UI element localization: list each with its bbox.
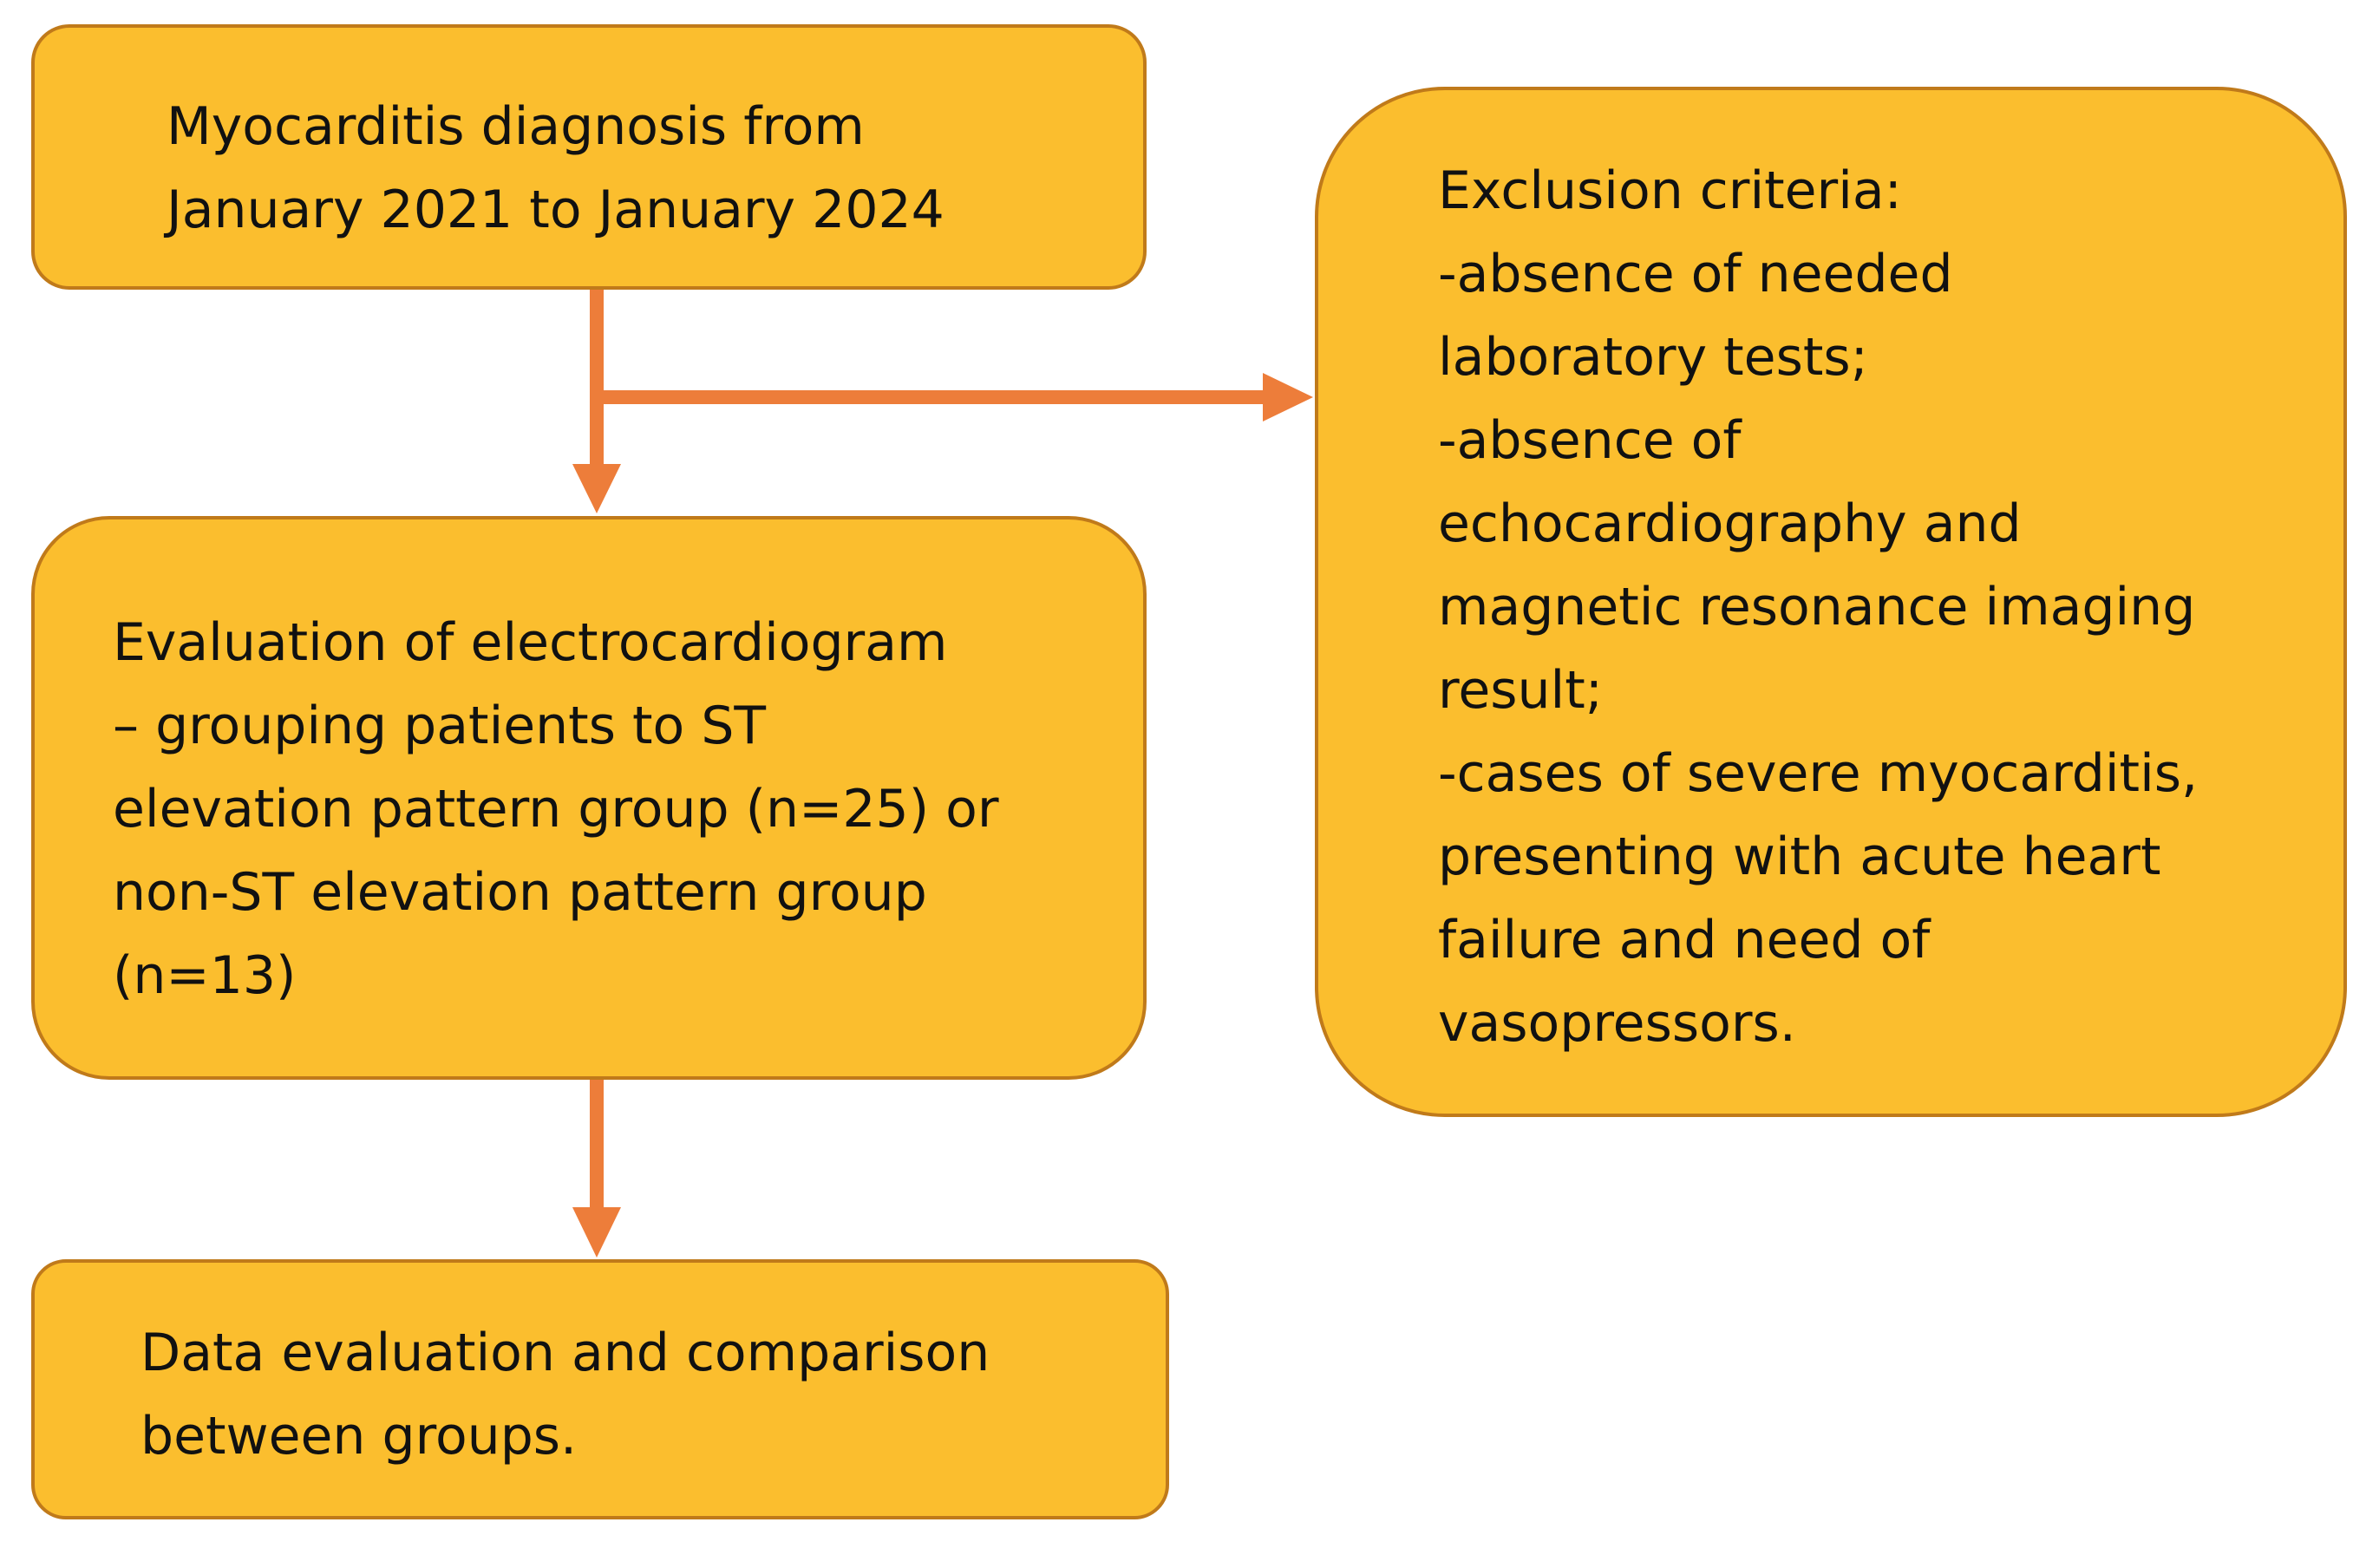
ecg-evaluation-text: Evaluation of electrocardiogram – groupi… [113, 612, 999, 1006]
ecg-evaluation-box: Evaluation of electrocardiogram – groupi… [31, 516, 1147, 1080]
data-comparison-box: Data evaluation and comparison between g… [31, 1259, 1169, 1519]
diagnosis-text: Myocarditis diagnosis from January 2021 … [167, 96, 944, 240]
diagnosis-box: Myocarditis diagnosis from January 2021 … [31, 24, 1147, 290]
arrowhead-down-to-comparison [572, 1207, 621, 1258]
data-comparison-text: Data evaluation and comparison between g… [141, 1323, 990, 1467]
exclusion-criteria-text: Exclusion criteria: -absence of needed l… [1438, 160, 2199, 1054]
exclusion-criteria-box: Exclusion criteria: -absence of needed l… [1315, 87, 2347, 1117]
arrowhead-right-to-exclusion [1263, 373, 1313, 421]
arrowhead-down-to-evaluation [572, 464, 621, 513]
